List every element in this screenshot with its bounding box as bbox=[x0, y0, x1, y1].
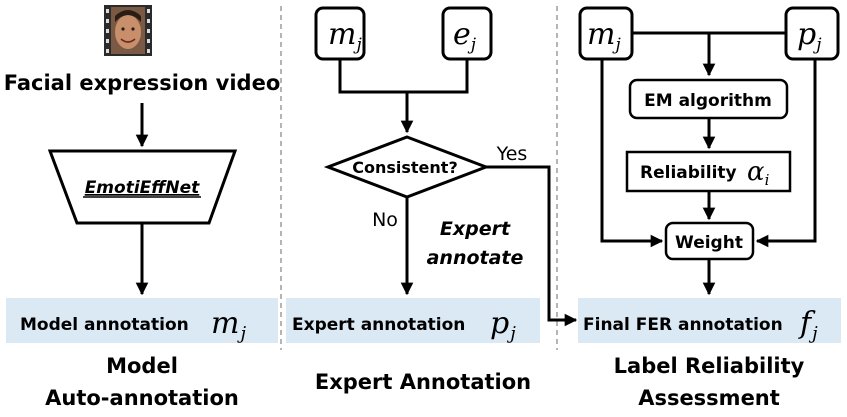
model-annotation-label: Model annotation bbox=[20, 315, 189, 335]
expert-annotation-label: Expert annotation bbox=[292, 315, 465, 335]
yes-label: Yes bbox=[496, 143, 528, 165]
video-label: Facial expression video bbox=[4, 71, 281, 95]
network-label: EmotiEffNet bbox=[85, 178, 200, 198]
expert-input-e: ej bbox=[453, 17, 477, 55]
final-annotation-band bbox=[578, 298, 841, 343]
expert-input-m: mj bbox=[328, 17, 362, 55]
edge-yes-to-final bbox=[486, 165, 578, 327]
reliability-input-m: mj bbox=[587, 17, 621, 55]
expert-annotate-line2: annotate bbox=[427, 247, 524, 269]
alpha-symbol: αi bbox=[747, 157, 770, 189]
em-algorithm-label: EM algorithm bbox=[644, 91, 772, 111]
model-annotation-band bbox=[6, 298, 278, 343]
no-label: No bbox=[372, 209, 398, 231]
reliability-label: Reliability bbox=[640, 163, 737, 183]
expert-annotation-output: Expert annotation pj bbox=[292, 306, 516, 344]
model-annotation-symbol: mj bbox=[211, 306, 246, 344]
reliability-section-title-line2: Assessment bbox=[638, 386, 780, 410]
video-thumbnail bbox=[104, 5, 152, 56]
edge-e-to-merge bbox=[407, 59, 469, 94]
decision-label: Consistent? bbox=[352, 158, 457, 177]
weight-label: Weight bbox=[675, 233, 743, 253]
model-section-title-line2: Auto-annotation bbox=[45, 386, 239, 410]
expert-section-title: Expert Annotation bbox=[315, 370, 531, 394]
face-icon bbox=[115, 15, 141, 49]
final-annotation-label: Final FER annotation bbox=[583, 315, 783, 335]
model-section-title-line1: Model bbox=[106, 354, 178, 378]
edge-m-to-merge bbox=[338, 59, 407, 94]
reliability-section-title-line1: Label Reliability bbox=[614, 354, 805, 378]
edge-m-to-weight bbox=[600, 59, 664, 248]
expert-annotate-line1: Expert bbox=[440, 218, 511, 240]
model-annotation-output: Model annotation mj bbox=[20, 306, 246, 344]
expert-annotation-band bbox=[286, 298, 540, 343]
reliability-input-p: pj bbox=[797, 17, 822, 55]
expert-annotation-symbol: pj bbox=[490, 306, 516, 344]
edge-p-to-weight bbox=[755, 59, 817, 248]
reliability-alpha: Reliability αi bbox=[640, 157, 770, 189]
emotieffnet-block bbox=[47, 149, 238, 225]
reliability-box bbox=[625, 150, 792, 193]
final-annotation-output: Final FER annotation fj bbox=[583, 306, 818, 344]
